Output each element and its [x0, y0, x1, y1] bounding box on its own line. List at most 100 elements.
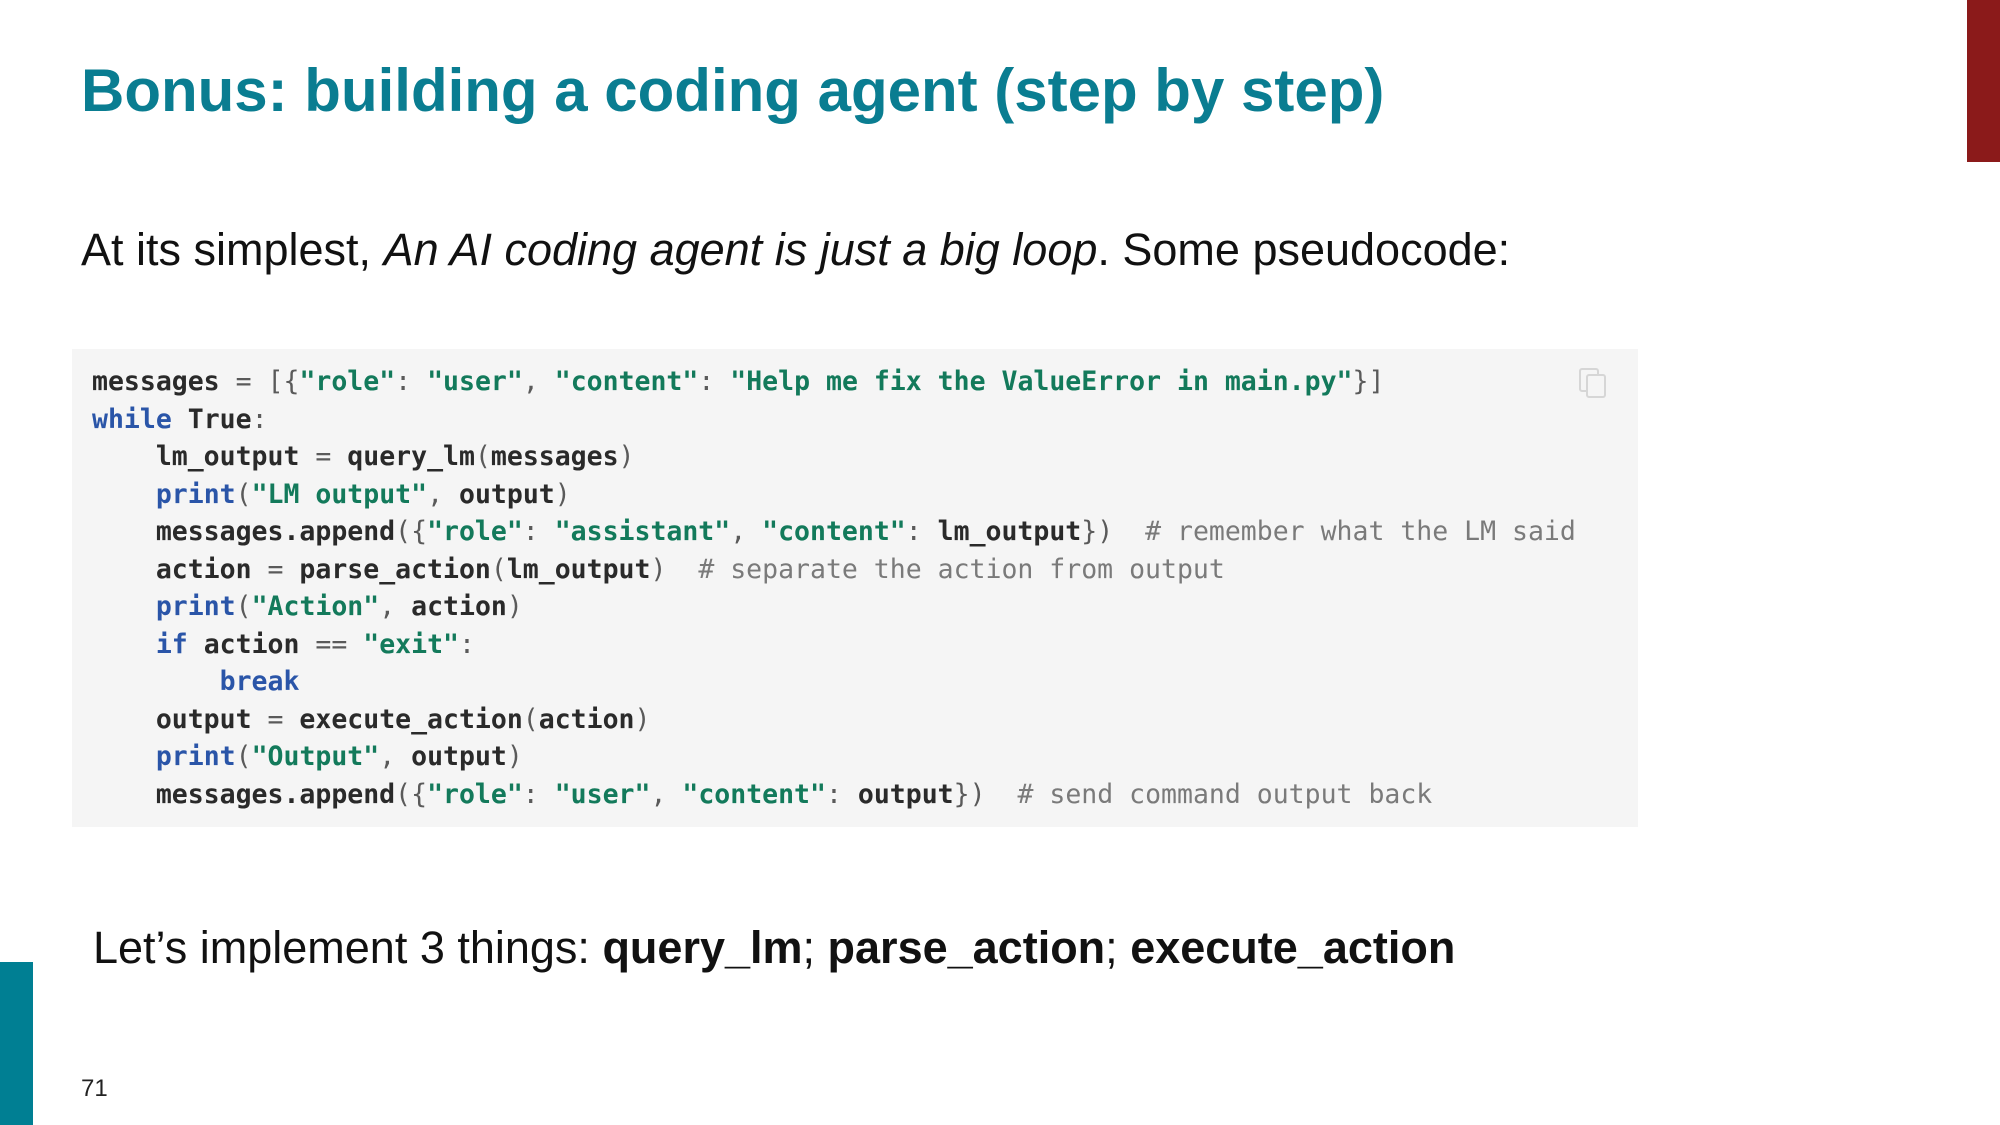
code-token: "content": [682, 778, 826, 810]
code-token: (: [235, 591, 252, 622]
code-token: "Help me fix the ValueError in main.py": [730, 366, 1353, 397]
copy-icon[interactable]: [1578, 367, 1608, 399]
code-listing: messages = [{"role": "user", "content": …: [92, 363, 1576, 813]
code-token: action: [538, 703, 635, 735]
todo-item-execute-action: execute_action: [1130, 922, 1456, 973]
code-token: # remember what the LM said: [1145, 516, 1576, 547]
accent-bar-top-right: [1967, 0, 2000, 162]
code-token: "exit": [363, 628, 459, 660]
code-line: lm_output = query_lm(messages): [92, 438, 1576, 476]
code-token: (: [235, 478, 252, 510]
code-token: execute_action: [299, 703, 523, 735]
code-token: (: [490, 553, 507, 585]
intro-text: At its simplest, An AI coding agent is j…: [81, 224, 1510, 276]
code-line: print("Action", action): [92, 588, 1576, 626]
code-token: lm_output: [937, 516, 1082, 547]
code-token: ,: [379, 591, 412, 622]
code-block: messages = [{"role": "user", "content": …: [72, 349, 1638, 827]
todo-prefix: Let’s implement 3 things:: [93, 922, 603, 973]
code-line: messages.append({"role": "user", "conten…: [92, 776, 1576, 814]
intro-suffix: . Some pseudocode:: [1097, 224, 1511, 275]
code-token: break: [219, 666, 300, 697]
code-line: print("LM output", output): [92, 476, 1576, 514]
code-token: :: [522, 516, 555, 547]
code-token: output: [857, 778, 954, 810]
code-token: =: [235, 366, 268, 397]
code-token: parse_action: [299, 553, 491, 585]
code-token: "content": [762, 516, 906, 547]
code-token: "role": [299, 366, 396, 397]
code-token: query_lm: [347, 441, 475, 472]
code-token: ): [506, 741, 523, 772]
code-token: :: [825, 778, 858, 810]
code-token: :: [522, 778, 555, 810]
code-line: break: [92, 663, 1576, 701]
code-token: action: [187, 628, 316, 660]
code-token: "Output": [251, 741, 380, 772]
code-token: while: [92, 403, 172, 435]
code-token: :: [459, 628, 475, 660]
slide-title: Bonus: building a coding agent (step by …: [81, 57, 1385, 124]
code-token: :: [251, 403, 268, 435]
code-token: "role": [427, 516, 523, 547]
code-token: :: [905, 516, 938, 547]
code-token: messages.append: [92, 778, 396, 810]
code-token: (: [522, 703, 539, 735]
code-token: ): [618, 441, 635, 472]
code-token: output: [459, 478, 555, 510]
code-line: if action == "exit":: [92, 626, 1576, 664]
code-line: while True:: [92, 401, 1576, 439]
code-token: (: [474, 441, 491, 472]
code-token: ): [554, 478, 571, 510]
code-token: output: [92, 703, 268, 735]
code-token: [{: [267, 366, 300, 397]
code-token: # send command output back: [1017, 778, 1433, 810]
page-number: 71: [81, 1075, 108, 1102]
code-token: "content": [554, 366, 699, 397]
code-token: ==: [315, 628, 364, 660]
code-token: ): [634, 703, 651, 735]
code-token: True: [171, 403, 252, 435]
todo-separator: ;: [1105, 922, 1131, 973]
code-token: ,: [522, 366, 555, 397]
code-token: "assistant": [554, 516, 731, 547]
code-token: [92, 479, 156, 510]
code-token: ({: [395, 516, 428, 547]
code-token: print: [155, 591, 236, 622]
code-token: if: [155, 628, 188, 660]
code-token: ({: [395, 778, 428, 810]
code-token: output: [411, 741, 507, 772]
code-line: messages.append({"role": "assistant", "c…: [92, 513, 1576, 551]
accent-bar-bottom-left: [0, 962, 33, 1125]
code-token: (: [235, 741, 252, 772]
code-token: "user": [427, 366, 523, 397]
code-token: print: [155, 478, 236, 510]
code-token: "Action": [251, 591, 380, 622]
code-token: ,: [379, 741, 412, 772]
code-token: [92, 741, 156, 772]
code-token: ,: [427, 478, 459, 510]
code-token: :: [395, 366, 428, 397]
code-line: print("Output", output): [92, 738, 1576, 776]
code-token: "user": [554, 778, 651, 810]
code-token: ,: [650, 778, 683, 810]
code-token: ,: [730, 516, 763, 547]
code-token: action: [411, 591, 507, 622]
code-token: action: [92, 553, 268, 585]
code-token: messages: [92, 366, 236, 397]
code-token: "role": [427, 778, 523, 810]
code-token: }): [1081, 516, 1146, 547]
code-token: [92, 591, 156, 622]
intro-prefix: At its simplest,: [81, 224, 384, 275]
code-token: lm_output: [92, 441, 316, 472]
code-token: ): [650, 553, 699, 585]
code-token: messages: [490, 441, 619, 472]
implementation-list: Let’s implement 3 things: query_lm; pars…: [93, 922, 1455, 974]
code-token: ): [506, 591, 523, 622]
code-token: =: [267, 553, 300, 585]
code-token: =: [315, 441, 348, 472]
todo-item-query-lm: query_lm: [602, 922, 803, 973]
code-token: print: [155, 741, 236, 772]
code-token: }]: [1352, 366, 1385, 397]
